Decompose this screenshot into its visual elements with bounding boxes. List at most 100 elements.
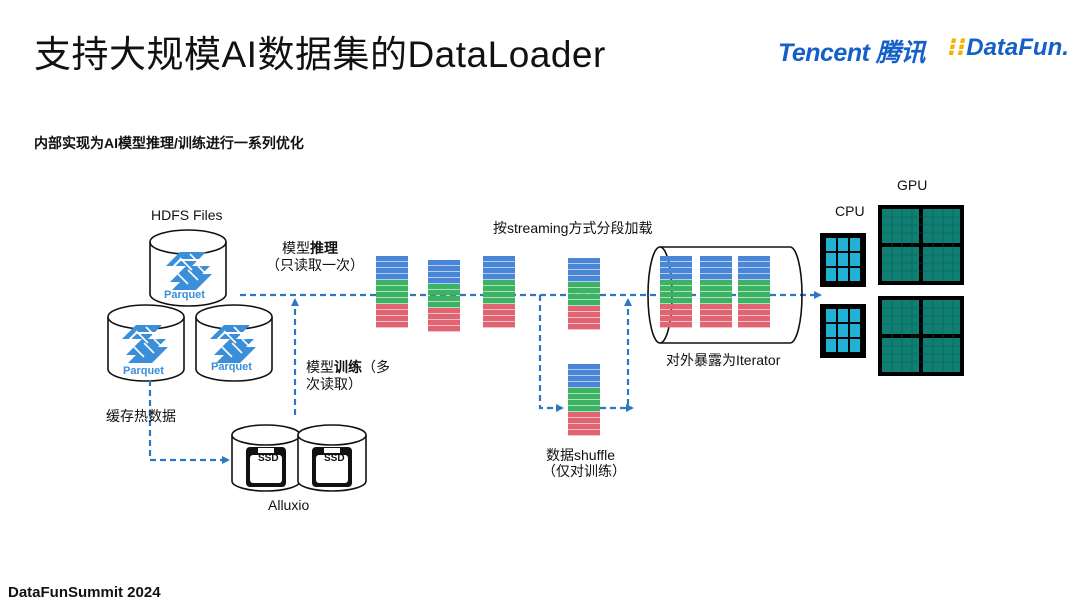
table-row <box>660 304 692 310</box>
shuffle-label-line2: （仅对训练） <box>542 463 626 479</box>
table-row <box>738 274 770 280</box>
datafun-logo-text: DataFun. <box>966 34 1069 61</box>
table-row <box>700 280 732 286</box>
table-row <box>568 306 600 312</box>
cpu-chip-bottom <box>820 304 866 358</box>
training-label-suffix: （多 <box>362 359 390 375</box>
data-segment-table <box>738 256 770 328</box>
table-row <box>428 266 460 272</box>
table-row <box>376 316 408 322</box>
datafun-logo: ⁝⁝DataFun. <box>948 33 1069 62</box>
table-row <box>483 268 515 274</box>
table-row <box>738 256 770 262</box>
table-row <box>568 412 600 418</box>
table-row <box>568 318 600 324</box>
table-row <box>738 322 770 328</box>
table-row <box>428 308 460 314</box>
table-row <box>700 262 732 268</box>
table-row <box>700 274 732 280</box>
streaming-label: 按streaming方式分段加载 <box>493 220 653 236</box>
table-row <box>376 268 408 274</box>
table-row <box>428 302 460 308</box>
table-row <box>738 304 770 310</box>
training-label-bold: 训练 <box>334 359 362 375</box>
table-row <box>568 406 600 412</box>
table-row <box>376 298 408 304</box>
table-row <box>568 394 600 400</box>
table-row <box>660 268 692 274</box>
cpu-label: CPU <box>835 203 865 219</box>
data-segment-table <box>700 256 732 328</box>
table-row <box>428 296 460 302</box>
table-row <box>428 326 460 332</box>
parquet-label-left: Parquet <box>123 365 164 377</box>
iterator-label: 对外暴露为Iterator <box>666 352 781 368</box>
table-row <box>660 322 692 328</box>
page-title: 支持大规模AI数据集的DataLoader <box>34 34 606 75</box>
table-row <box>700 304 732 310</box>
datafun-mark-icon: ⁝⁝ <box>948 34 967 61</box>
slide-subtitle: 内部实现为AI模型推理/训练进行一系列优化 <box>34 135 304 151</box>
inference-label-bold: 推理 <box>310 240 338 256</box>
table-row <box>376 262 408 268</box>
table-row <box>483 298 515 304</box>
ssd-label-left: SSD <box>258 453 279 464</box>
table-row <box>700 268 732 274</box>
table-row <box>700 298 732 304</box>
parquet-label-top: Parquet <box>164 289 205 301</box>
table-row <box>660 316 692 322</box>
data-segment-table <box>376 256 408 328</box>
table-row <box>376 256 408 262</box>
table-row <box>568 300 600 306</box>
table-row <box>660 274 692 280</box>
table-row <box>483 286 515 292</box>
table-row <box>738 268 770 274</box>
table-row <box>660 310 692 316</box>
table-row <box>568 258 600 264</box>
table-row <box>568 400 600 406</box>
table-row <box>568 376 600 382</box>
table-row <box>568 418 600 424</box>
table-row <box>483 262 515 268</box>
data-segment-table <box>483 256 515 328</box>
table-row <box>738 298 770 304</box>
table-row <box>660 292 692 298</box>
training-label-prefix: 模型 <box>306 359 334 375</box>
table-row <box>428 278 460 284</box>
table-row <box>483 310 515 316</box>
table-row <box>568 312 600 318</box>
table-row <box>483 274 515 280</box>
table-row <box>376 274 408 280</box>
alluxio-label: Alluxio <box>268 497 310 513</box>
gpu-chip-bottom <box>878 296 964 376</box>
table-row <box>376 310 408 316</box>
table-row <box>568 388 600 394</box>
cpu-chip-top <box>820 233 866 287</box>
data-segment-table <box>568 364 600 436</box>
training-note: 次读取） <box>306 376 362 392</box>
table-row <box>700 322 732 328</box>
table-row <box>700 286 732 292</box>
table-row <box>568 276 600 282</box>
table-row <box>428 290 460 296</box>
table-row <box>700 256 732 262</box>
inference-note: （只读取一次） <box>266 257 364 273</box>
table-row <box>738 280 770 286</box>
inference-label: 模型推理 <box>282 238 338 258</box>
tencent-logo: Tencent 腾讯 <box>778 39 925 67</box>
table-row <box>738 286 770 292</box>
table-row <box>660 280 692 286</box>
table-row <box>568 370 600 376</box>
table-row <box>568 294 600 300</box>
table-row <box>428 320 460 326</box>
table-row <box>738 262 770 268</box>
table-row <box>568 364 600 370</box>
table-row <box>376 322 408 328</box>
table-row <box>376 280 408 286</box>
table-row <box>568 264 600 270</box>
training-label: 模型训练（多 <box>306 357 390 377</box>
table-row <box>700 316 732 322</box>
inference-label-prefix: 模型 <box>282 240 310 256</box>
table-row <box>568 424 600 430</box>
